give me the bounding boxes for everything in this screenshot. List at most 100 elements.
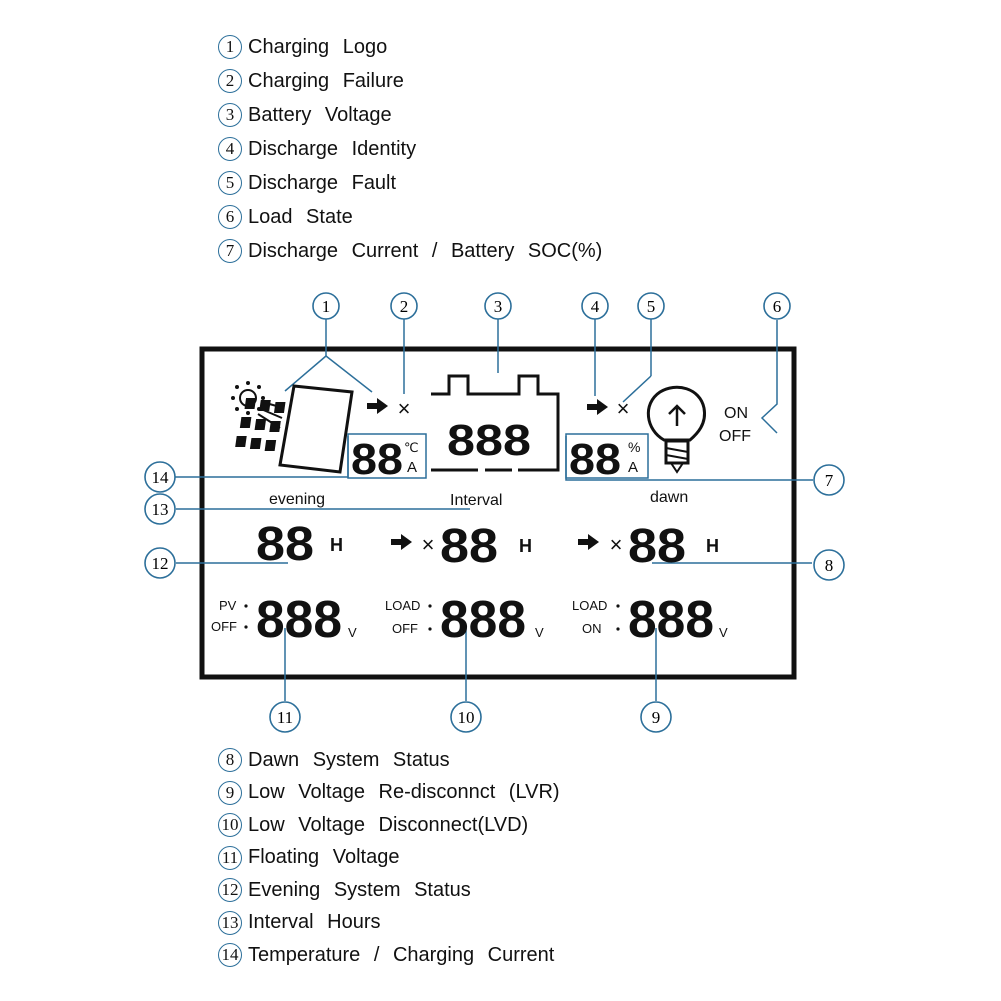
callout-6: 6 <box>763 292 791 320</box>
temp-unit-amp: A <box>407 459 417 476</box>
legend-number: 5 <box>218 171 242 195</box>
temp-current-digits: 88 <box>351 435 403 484</box>
legend-text: Evening System Status <box>248 878 471 901</box>
charge-arrow-icon <box>367 398 388 414</box>
legend-number: 11 <box>218 845 242 870</box>
pv-dot <box>244 604 248 608</box>
callout-13: 13 <box>144 493 176 525</box>
lvr-dot <box>616 604 620 608</box>
callout-number: 8 <box>825 556 834 575</box>
callout-3: 3 <box>484 292 512 320</box>
interval-arrow-icon <box>391 534 412 550</box>
legend-text: Temperature / Charging Current <box>248 943 555 966</box>
legend-item: 1 Charging Logo <box>218 30 602 64</box>
callout-number: 7 <box>825 471 834 490</box>
lvd-voltage-digits: 888 <box>440 591 526 649</box>
soc-unit-percent: % <box>628 439 640 455</box>
callout-5: 5 <box>637 292 665 320</box>
evening-label: evening <box>269 491 325 508</box>
callout-14: 14 <box>144 461 176 493</box>
lvd-off-dot <box>428 627 432 631</box>
pv-off-dot <box>244 625 248 629</box>
legend-number: 14 <box>218 943 242 968</box>
discharge-arrow-icon <box>587 399 608 415</box>
legend-number: 10 <box>218 813 242 838</box>
dawn-hours-digits: 88 <box>628 520 686 573</box>
callout-11: 11 <box>269 701 301 733</box>
lvd-dot <box>428 604 432 608</box>
callout-12: 12 <box>144 547 176 579</box>
evening-hours-digits: 88 <box>256 518 314 571</box>
interval-hour-unit: H <box>519 536 532 556</box>
callout-10: 10 <box>450 701 482 733</box>
legend-item: 7 Discharge Current / Battery SOC(%) <box>218 234 602 268</box>
legend-text: Load State <box>248 205 353 228</box>
callout-number: 14 <box>152 468 170 487</box>
callout-8: 8 <box>813 549 845 581</box>
callout-9: 9 <box>640 701 672 733</box>
legend-item: 12 Evening System Status <box>218 874 560 907</box>
legend-text: Low Voltage Disconnect(LVD) <box>248 813 529 836</box>
callout-1: 1 <box>312 292 340 320</box>
callout-number: 12 <box>152 554 169 573</box>
legend-text: Charging Logo <box>248 35 388 58</box>
legend-number: 8 <box>218 748 242 773</box>
soc-current-box <box>565 433 649 479</box>
leader-lines <box>168 319 813 701</box>
lvr-on-dot <box>616 627 620 631</box>
callout-number: 6 <box>773 297 782 316</box>
temp-current-box <box>347 433 427 479</box>
legend-text: Discharge Current / Battery SOC(%) <box>248 239 603 262</box>
evening-hour-unit: H <box>330 535 343 555</box>
callout-number: 13 <box>152 500 169 519</box>
legend-number: 9 <box>218 780 242 805</box>
battery-icon <box>431 374 560 472</box>
legend-item: 11 Floating Voltage <box>218 842 560 875</box>
callout-number: 5 <box>647 297 656 316</box>
legend-item: 14 Temperature / Charging Current <box>218 939 560 972</box>
dawn-arrow-icon <box>578 534 599 550</box>
legend-number: 12 <box>218 878 242 903</box>
interval-label: Interval <box>450 492 502 509</box>
legend-text: Floating Voltage <box>248 846 400 869</box>
callout-number: 10 <box>458 708 475 727</box>
pv-off-label: OFF <box>211 619 237 634</box>
lvd-off-label: OFF <box>392 621 418 636</box>
legend-number: 2 <box>218 69 242 93</box>
callout-2: 2 <box>390 292 418 320</box>
legend-text: Interval Hours <box>248 911 381 934</box>
soc-unit-amp: A <box>628 459 638 476</box>
legend-text: Charging Failure <box>248 69 404 92</box>
legend-item: 10 Low Voltage Disconnect(LVD) <box>218 809 560 842</box>
temp-unit-celsius: ℃ <box>404 440 419 455</box>
legend-text: Discharge Identity <box>248 137 417 160</box>
callout-number: 3 <box>494 297 503 316</box>
floating-voltage-unit: V <box>348 625 357 640</box>
lvr-on-label: ON <box>582 621 602 636</box>
legend-number: 7 <box>218 239 242 263</box>
load-off-label: OFF <box>719 428 751 445</box>
pv-label: PV <box>219 598 237 613</box>
legend-text: Dawn System Status <box>248 748 450 771</box>
legend-number: 6 <box>218 205 242 229</box>
discharge-fault-mark: × <box>617 396 630 421</box>
lvd-load-label: LOAD <box>385 598 420 613</box>
legend-number: 1 <box>218 35 242 59</box>
callout-4: 4 <box>581 292 609 320</box>
interval-mark: × <box>422 532 435 557</box>
dawn-mark: × <box>610 532 623 557</box>
callout-number: 9 <box>652 708 661 727</box>
legend-item: 2 Charging Failure <box>218 64 602 98</box>
legend-number: 4 <box>218 137 242 161</box>
callout-number: 1 <box>322 297 331 316</box>
legend-number: 3 <box>218 103 242 127</box>
legend-number: 13 <box>218 910 242 935</box>
lightbulb-icon <box>646 385 707 474</box>
